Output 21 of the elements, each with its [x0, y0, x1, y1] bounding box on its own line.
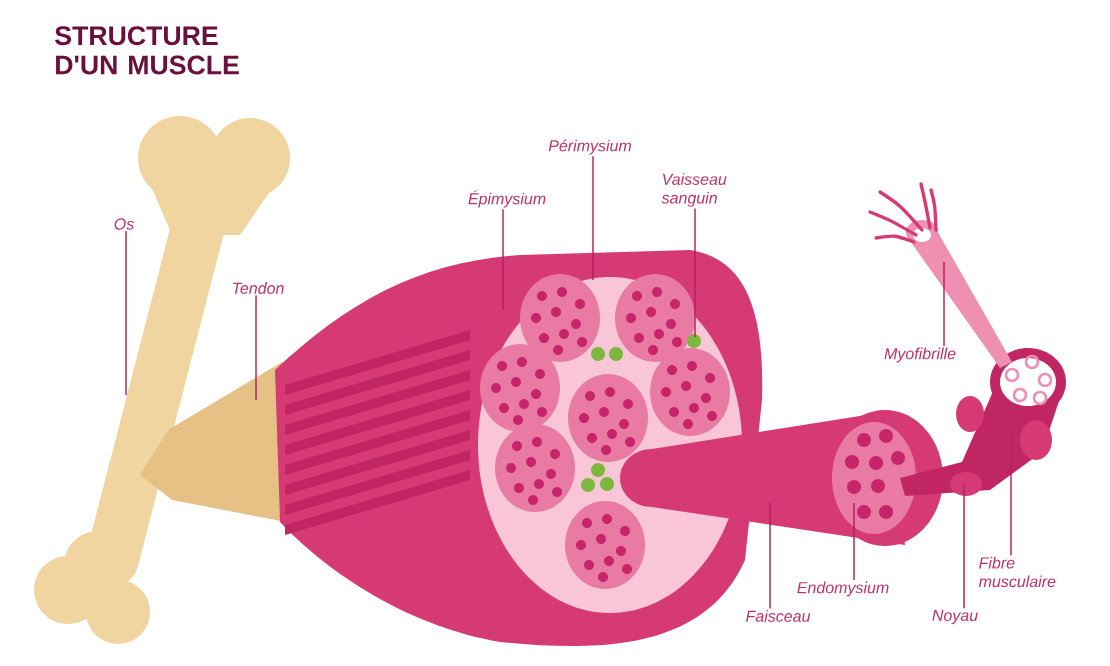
part-label: Myofibrille: [884, 347, 956, 363]
leader-line: [592, 155, 594, 281]
leader-line: [853, 502, 855, 581]
part-label: Os: [114, 218, 134, 230]
part-label: Noyau: [932, 609, 978, 625]
leader-line: [502, 208, 504, 311]
part-label: Fibre musculaire: [978, 556, 1056, 588]
leader-line: [1010, 429, 1012, 556]
leader-line: [963, 484, 965, 609]
leader-line: [769, 502, 771, 610]
leader-line: [125, 230, 127, 396]
part-label: Endomysium: [797, 581, 889, 597]
part-label: Vaisseau sanguin: [661, 173, 727, 207]
leader-line: [694, 207, 696, 338]
title: STRUCTURE D'UN MUSCLE: [55, 26, 239, 75]
part-label: Périmysium: [548, 139, 632, 155]
leader-line: [943, 261, 945, 347]
leader-line: [255, 294, 257, 401]
part-label: Tendon: [233, 282, 284, 294]
part-label: Épimysium: [468, 190, 546, 208]
part-label: Faisceau: [746, 610, 811, 622]
